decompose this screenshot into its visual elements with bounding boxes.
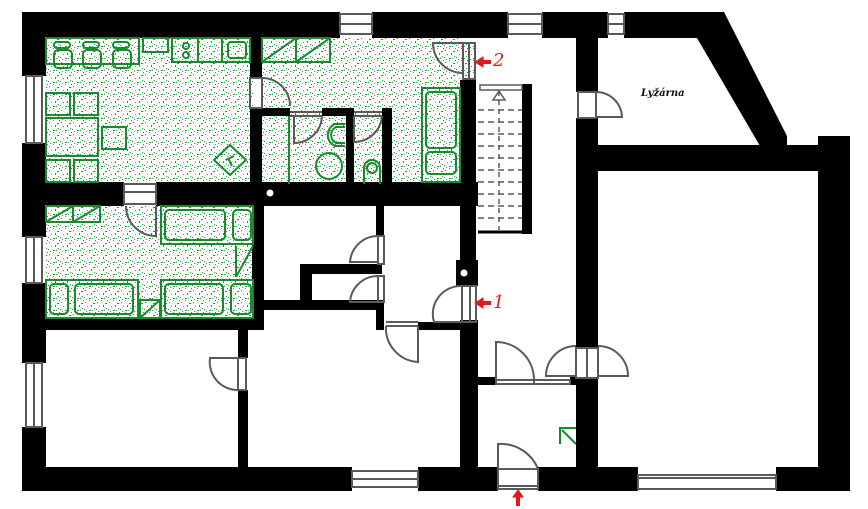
kitchen-counter (142, 37, 251, 63)
arrow-left-icon (474, 297, 491, 309)
door-kitchen-bedroom[interactable] (249, 77, 291, 109)
vent-dot-2 (460, 269, 468, 277)
door-closet-1[interactable] (348, 234, 385, 265)
bathtub (421, 87, 461, 183)
kitchen-table-top (45, 37, 140, 69)
wall-closet-4 (376, 206, 384, 236)
door-vestibule-north-left[interactable] (495, 340, 535, 385)
door-south-center-room[interactable] (384, 321, 419, 364)
entrance-1-marker: 1 (493, 292, 505, 313)
walls (22, 12, 850, 491)
wall-corridor-east-3 (576, 378, 598, 478)
door-garage[interactable] (544, 345, 630, 379)
wall-south-1 (22, 467, 352, 491)
upper-bedroom-floor (262, 38, 462, 182)
wall-closet-1 (300, 264, 382, 274)
door-main-entrance[interactable] (497, 442, 539, 490)
stove-symbol (212, 143, 248, 177)
vestibule-cabinet (559, 427, 577, 445)
vent-dot-1 (266, 189, 274, 197)
wall-closet-3 (262, 300, 384, 310)
kitchen-seating-left (45, 92, 127, 183)
wall-hallstub (418, 322, 460, 330)
wall-wc-east (382, 108, 392, 184)
wall-vest-north (478, 377, 496, 385)
wall-kitchen-east-2 (250, 108, 262, 206)
wall-kitchen-south (22, 182, 124, 206)
wall-diagonal-ski-room (697, 12, 787, 146)
wall-corridor-east-2 (576, 118, 598, 348)
wall-bath-north-2 (322, 108, 354, 116)
wall-corridor-stub (598, 145, 638, 171)
furniture (45, 37, 577, 445)
wall-south-2 (418, 467, 498, 491)
wall-lower-bedroom-east (252, 206, 264, 330)
staircase (478, 84, 532, 234)
door-entrance-1[interactable] (431, 284, 477, 323)
wall-corridor-east-1 (576, 38, 598, 92)
chimney-vents (266, 189, 468, 277)
entrance-2-marker: 2 (493, 50, 505, 71)
wall-south-4 (776, 467, 850, 491)
door-kitchen-lower-bedroom[interactable] (123, 183, 157, 238)
door-ski-room[interactable] (577, 91, 624, 119)
door-bathroom[interactable] (290, 111, 323, 145)
bathroom-fixtures (288, 116, 381, 184)
wall-bath-north-1 (250, 108, 290, 116)
door-southwest-room[interactable] (208, 357, 247, 392)
door-wc[interactable] (353, 111, 383, 144)
wall-closet-2 (300, 264, 312, 308)
wall-lower-bedroom-south (22, 318, 264, 330)
wall-ski-room-south (598, 145, 850, 171)
door-entrance-2[interactable] (431, 42, 476, 80)
wall-south-center-divider-1 (238, 330, 248, 358)
ski-room-label: Lyžárna (641, 88, 685, 99)
arrow-left-icon (474, 56, 491, 68)
windows (25, 13, 777, 490)
wall-kitchen-east-1 (250, 38, 262, 78)
upper-bedroom-wardrobes (261, 37, 331, 63)
wall-north-3 (542, 12, 608, 38)
wall-kitchen-south-2 (156, 182, 478, 206)
arrow-up-icon (512, 489, 524, 506)
entrance-arrows (474, 56, 524, 506)
wall-hall-west-1 (460, 80, 476, 262)
door-vestibule-north-right[interactable] (533, 379, 571, 385)
wall-stair-east (522, 84, 532, 234)
wall-south-center-divider-2 (238, 390, 248, 468)
wall-north-1 (22, 12, 340, 38)
wall-closet-5 (376, 308, 384, 330)
wall-vest-north-2 (570, 377, 580, 385)
door-closet-2[interactable] (348, 274, 385, 303)
wall-hall-west-3 (460, 320, 478, 468)
wall-east (818, 136, 850, 491)
wall-bath-mid (346, 108, 354, 184)
lower-bedroom-furniture (45, 205, 254, 319)
wall-north-2 (372, 12, 508, 38)
